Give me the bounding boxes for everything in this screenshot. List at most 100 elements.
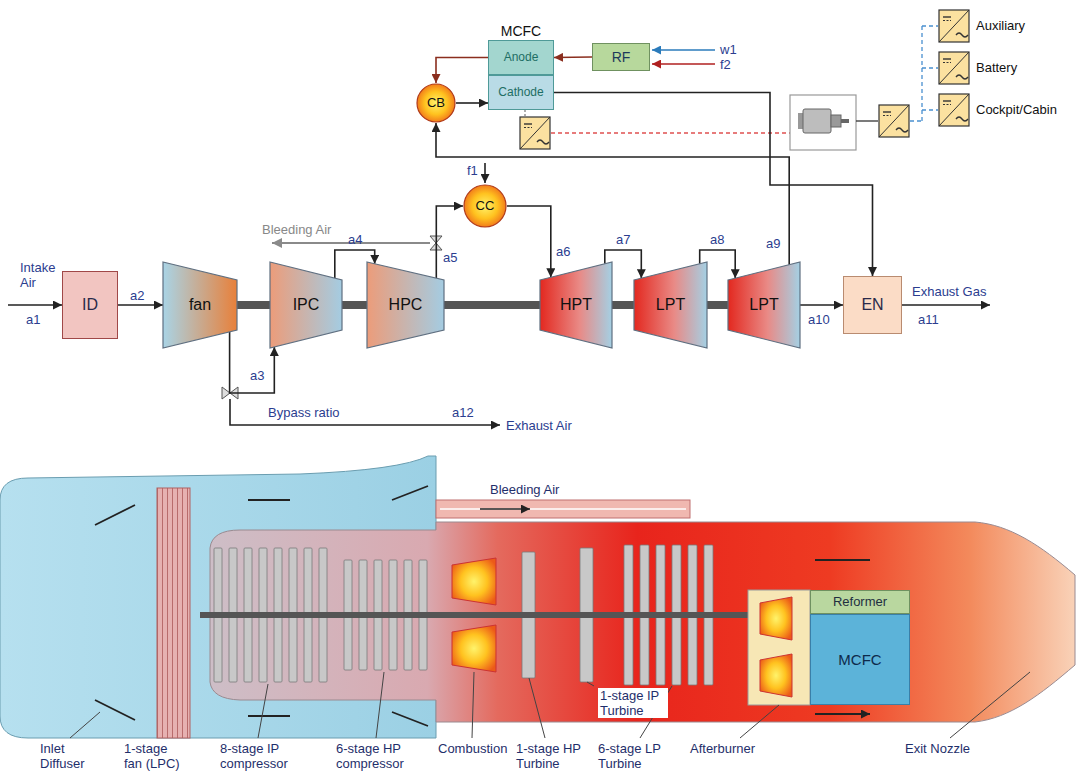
circle-outline [464, 185, 506, 227]
flow-connector [554, 93, 873, 277]
node-label: Cockpit/Cabin [976, 103, 1057, 118]
load-converter: Auxiliary [938, 9, 1025, 43]
flow-connector [436, 123, 789, 265]
intake-arrow [8, 304, 62, 306]
generator-icon [841, 119, 849, 123]
blade-disc [319, 548, 327, 682]
part-label: Bleeding Air [490, 482, 559, 497]
blade-disc [244, 548, 252, 682]
flow-connector [118, 304, 163, 306]
station-label: a9 [766, 236, 780, 251]
converter-symbol [938, 9, 970, 43]
reformer-box: RF [592, 43, 650, 71]
node-label: HPC [389, 296, 423, 314]
turbine-stage: LPT [634, 262, 707, 348]
blade-disc [419, 560, 427, 670]
blade-discs [214, 545, 713, 685]
flow-connector [436, 206, 463, 278]
bleed-duct [436, 500, 690, 518]
blade-disc [640, 545, 649, 685]
stage-outline [540, 262, 612, 348]
engine-shaft [200, 612, 770, 618]
station-label: a10 [808, 312, 830, 327]
flow-connector [456, 102, 488, 104]
station-label: a4 [348, 232, 362, 247]
bleed-duct [440, 508, 686, 510]
node-label: MCFC [488, 22, 554, 40]
load-converter: Cockpit/Cabin [938, 93, 1057, 127]
node-label: RF [612, 49, 631, 65]
blade-disc [389, 560, 397, 670]
blade-disc [274, 548, 282, 682]
station-label: a7 [616, 232, 630, 247]
blade-disc [259, 548, 267, 682]
blade-disc [704, 545, 713, 685]
generator-icon [831, 115, 841, 127]
part-label: Afterburner [690, 741, 755, 756]
signal-wire [524, 110, 525, 116]
converter-symbol [938, 51, 970, 85]
blade-disc [624, 545, 633, 685]
valve-symbol [222, 387, 238, 399]
part-label: 1-stage fan (LPC) [124, 741, 186, 771]
blade-disc [688, 545, 697, 685]
flow-label: Bleeding Air [262, 222, 331, 237]
flow-connector [507, 206, 551, 277]
station-label: a6 [556, 244, 570, 259]
flow-connector [800, 304, 843, 306]
blade-disc [404, 560, 412, 670]
blade-disc [672, 545, 681, 685]
stream-label: w1 [720, 42, 737, 57]
fan-blades [157, 488, 190, 738]
station-label: a8 [710, 232, 724, 247]
flow-arrows [95, 486, 870, 726]
blade-disc [344, 560, 352, 670]
diffuser-box: ID [62, 271, 118, 339]
station-label: a11 [918, 312, 939, 327]
turbine-stage: HPT [540, 262, 612, 348]
cathode-box: Cathode [488, 75, 554, 110]
fan-stage: fan [163, 262, 237, 348]
blade-disc [374, 560, 382, 670]
converter-symbol [879, 105, 909, 137]
node-label: ID [82, 296, 98, 314]
flow-label: Exhaust Gas [912, 284, 986, 299]
station-label: a12 [452, 405, 474, 420]
part-label: 1-stage HP Turbine [516, 741, 588, 771]
combustor [452, 625, 496, 672]
node-label: HPT [560, 296, 592, 314]
afterburner-flame [760, 654, 792, 697]
converter-symbol [939, 52, 969, 84]
turbine-stage: LPT [728, 262, 800, 348]
flow-connector [554, 56, 592, 58]
stage-outline [270, 262, 342, 348]
node-label: LPT [656, 296, 685, 314]
bypass-line [230, 399, 500, 425]
afterburner-flame [760, 597, 792, 640]
node-label: Auxiliary [976, 19, 1025, 34]
stream-label: f2 [720, 57, 731, 72]
generator-icon [803, 109, 831, 133]
node-label: MCFC [838, 651, 881, 668]
part-label: 6-stage LP Turbine [598, 741, 672, 771]
part-label: Inlet Diffuser [40, 741, 102, 771]
part-label: Combustion [438, 741, 507, 756]
reformer-box: Reformer [810, 590, 910, 614]
blade-disc [359, 560, 367, 670]
blade-disc [304, 548, 312, 682]
combustor-circle: CC [463, 184, 507, 228]
anode-box: Anode [488, 40, 554, 75]
generator-icon [798, 113, 803, 129]
stage-outline [163, 262, 237, 348]
flow-connector [436, 58, 488, 84]
water-arrow [652, 49, 715, 51]
power-wire [910, 26, 938, 121]
part-label: Exit Nozzle [905, 741, 970, 756]
part-label: 8-stage IP compressor [220, 741, 302, 771]
stage-outline [634, 262, 707, 348]
compressor-stage: HPC [367, 262, 444, 348]
station-label: a1 [26, 312, 40, 327]
